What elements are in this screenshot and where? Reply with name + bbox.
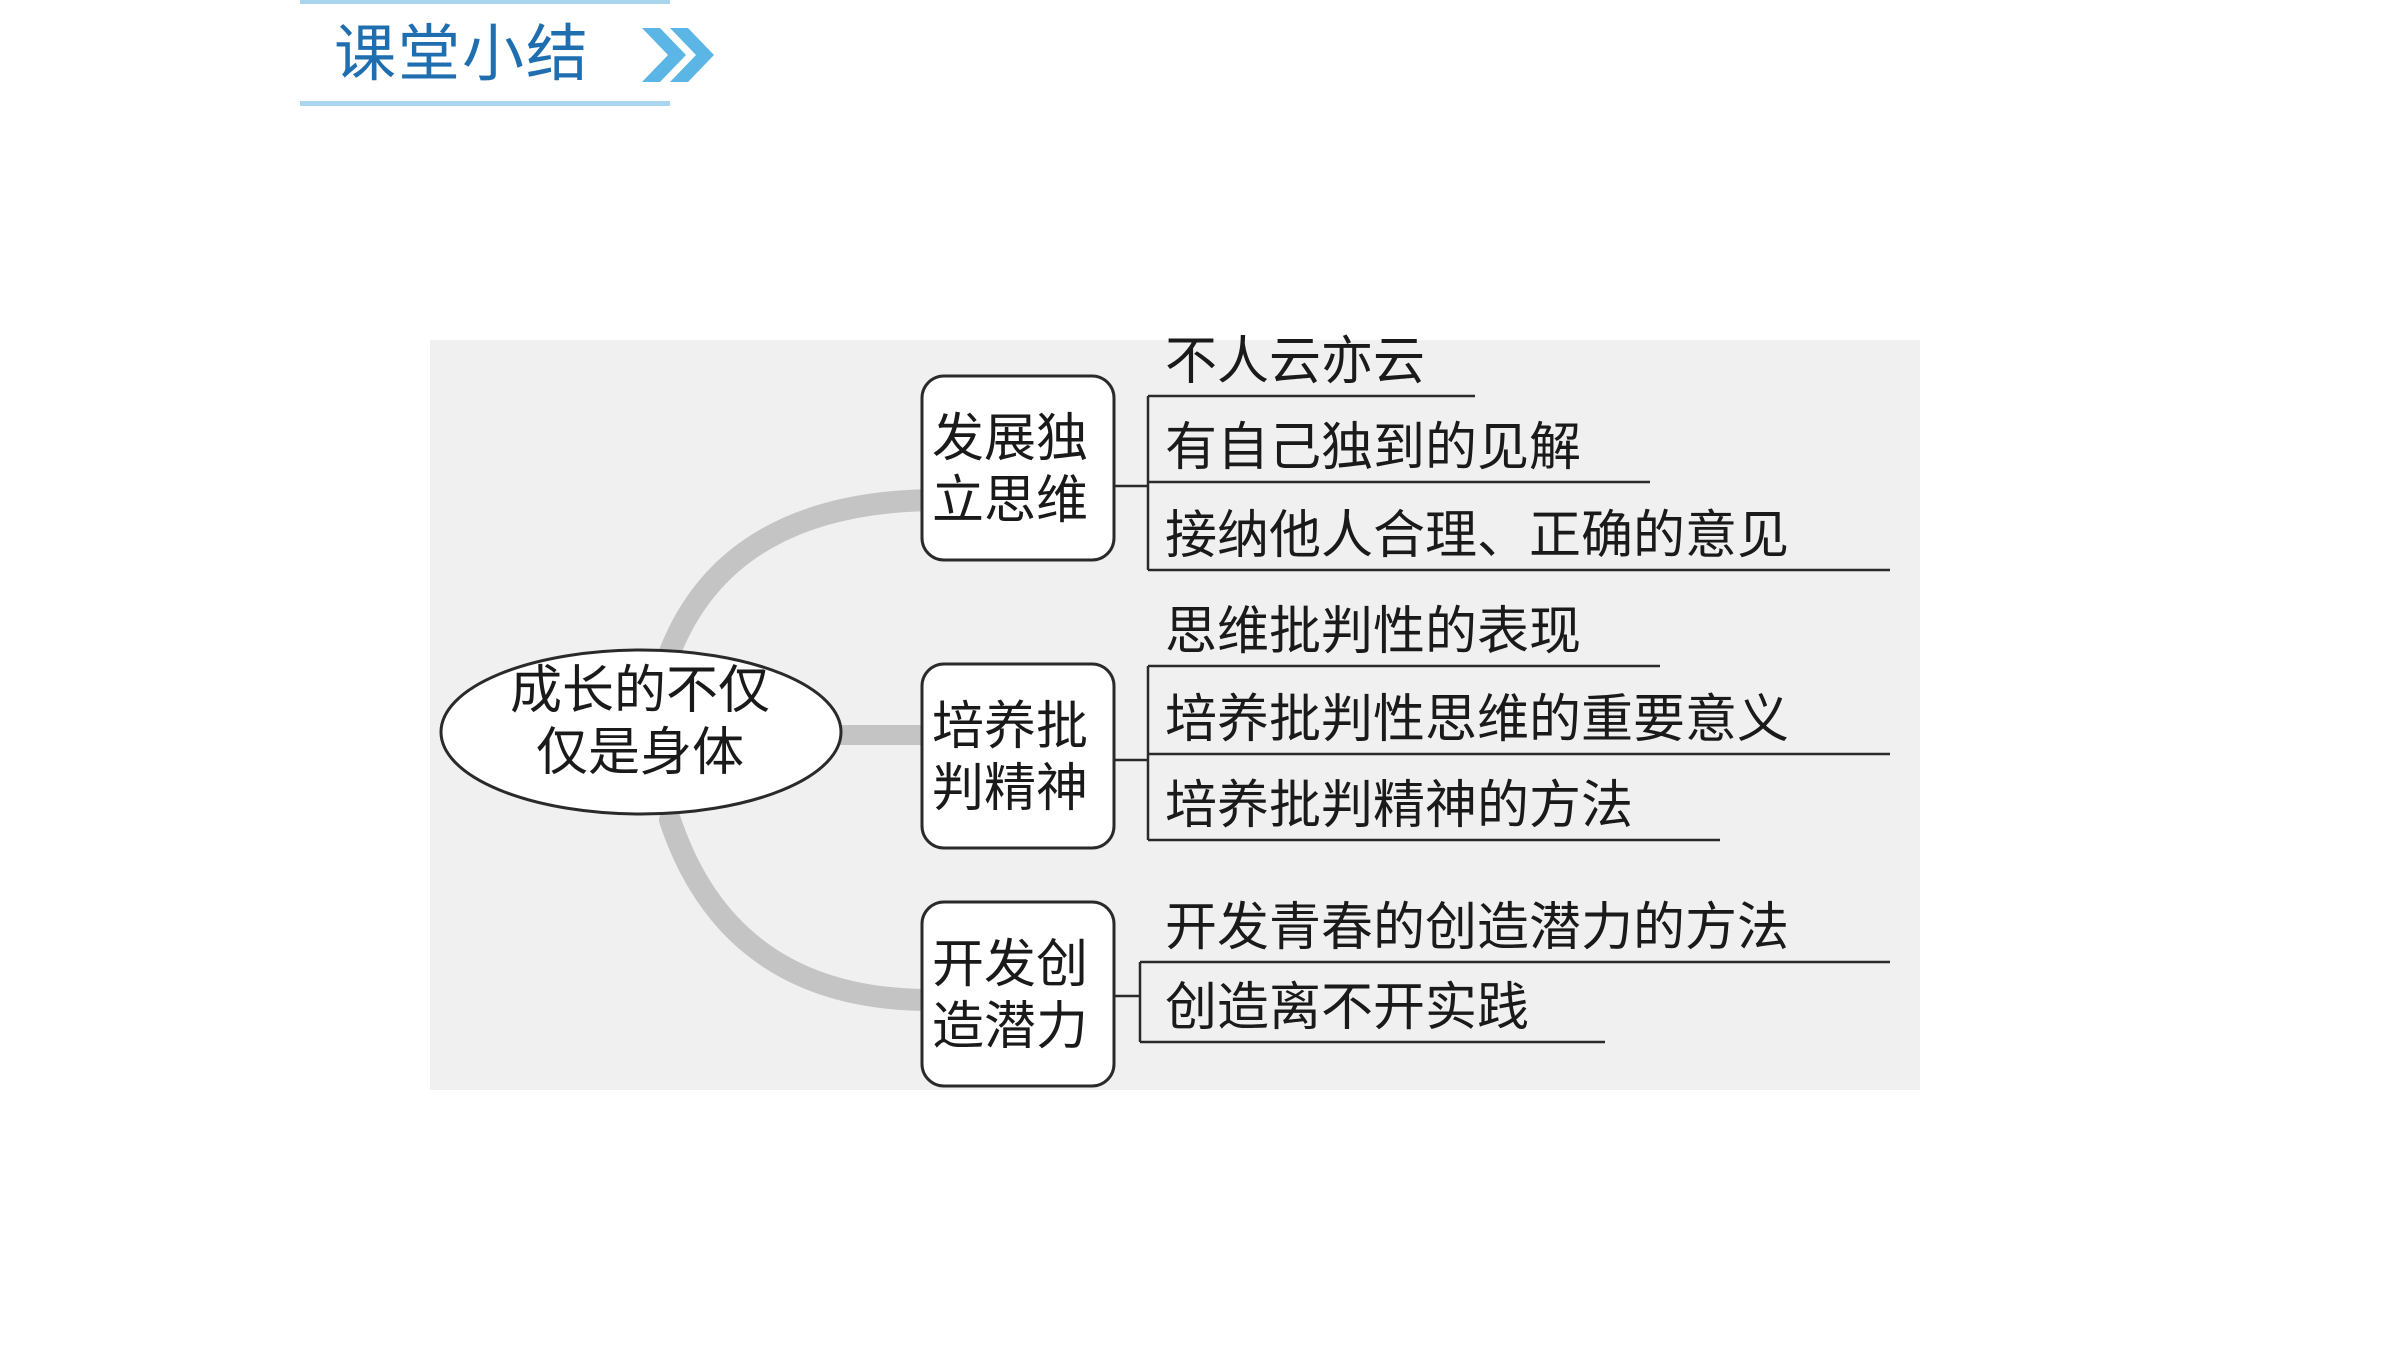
branch-2-leaf-1: 思维批判性的表现 [1165, 602, 1582, 662]
branch-1-leaf-2: 有自己独到的见解 [1165, 418, 1582, 478]
double-chevron-icon [642, 28, 714, 82]
center-node-label: 成长的不仅 仅是身体 [430, 660, 850, 784]
branch-3-line-2: 造潜力 [931, 997, 1088, 1057]
connector-branch-1 [659, 489, 951, 663]
branch-node-1 [920, 374, 1116, 562]
branch-1-leaf-3: 接纳他人合理、正确的意见 [1165, 506, 1790, 566]
branch-2-leaf-2: 培养批判性思维的重要意义 [1165, 690, 1790, 750]
branch-3-leaf-1: 开发青春的创造潜力的方法 [1165, 898, 1790, 958]
branch-2-label: 培养批 判精神 [912, 696, 1108, 820]
connector-branch-3 [659, 809, 941, 1011]
mind-map: 成长的不仅 仅是身体 发展独 立思维 不人云亦云 有自己独到的见解 接纳他人合理… [430, 320, 1920, 1100]
branch-2-leaf-3: 培养批判精神的方法 [1165, 776, 1634, 836]
branch-1-line-2: 立思维 [931, 471, 1088, 531]
branch-3-leaf-2: 创造离不开实践 [1165, 978, 1530, 1038]
center-node-line-1: 成长的不仅 [509, 661, 770, 721]
leaf-lines-branch-3 [1114, 960, 1890, 1044]
section-header: 课堂小结 [300, 0, 714, 110]
header-top-rule [300, 0, 670, 4]
mind-map-graphics [430, 340, 1920, 1090]
branch-1-line-1: 发展独 [931, 409, 1088, 469]
section-title: 课堂小结 [334, 17, 591, 90]
leaf-lines-branch-1 [1114, 394, 1890, 572]
center-node-line-2: 仅是身体 [535, 723, 744, 783]
branch-3-line-1: 开发创 [931, 935, 1088, 995]
header-bottom-rule [300, 101, 670, 106]
branch-node-3 [920, 900, 1116, 1088]
branch-1-label: 发展独 立思维 [912, 408, 1108, 532]
leaf-lines-branch-2 [1114, 664, 1890, 842]
branch-2-line-2: 判精神 [931, 759, 1088, 819]
center-node [439, 648, 843, 816]
branch-3-label: 开发创 造潜力 [912, 934, 1108, 1058]
branch-node-2 [920, 662, 1116, 850]
branch-1-leaf-1: 不人云亦云 [1165, 332, 1426, 392]
branch-2-line-1: 培养批 [931, 697, 1088, 757]
